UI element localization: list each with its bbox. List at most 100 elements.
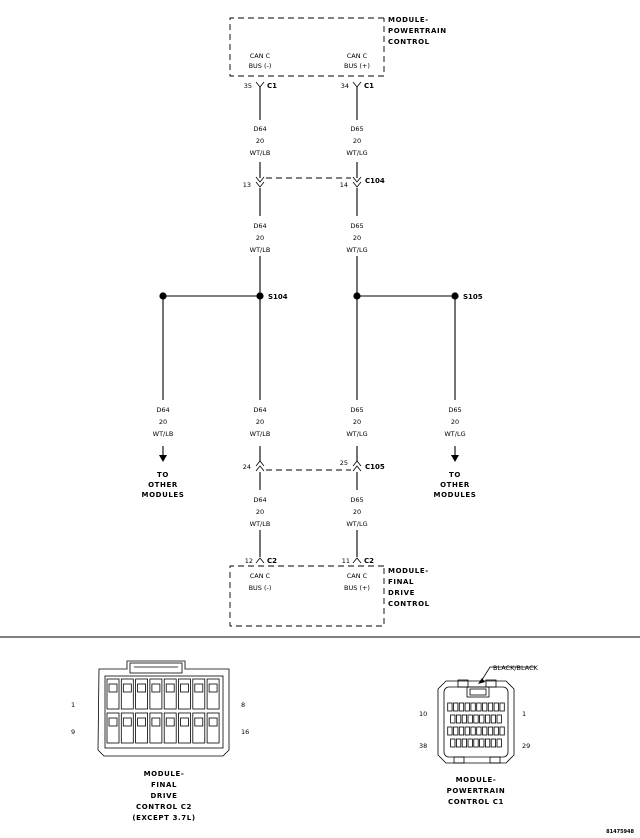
- c1-cavity: [467, 738, 473, 748]
- c104-label: C104: [365, 177, 385, 185]
- wire-gauge: 20: [256, 418, 264, 426]
- c1-cavity: [482, 726, 488, 736]
- c1-cavity: [455, 714, 462, 724]
- c1-pin-10: 10: [419, 710, 427, 718]
- c2-cavity: [120, 678, 134, 710]
- c1-cavity: [479, 714, 485, 724]
- c2-terminal: [194, 717, 204, 727]
- fdcm-bus-neg-line2: BUS (-): [249, 584, 272, 592]
- pcm-bus-neg-line1: CAN C: [250, 52, 271, 60]
- splice-s105: S105: [463, 293, 483, 301]
- c2-terminal: [180, 717, 189, 727]
- fdcm-title-line4: CONTROL: [388, 600, 430, 608]
- pcm-title-line3: CONTROL: [388, 38, 430, 46]
- c2-caption-5: (EXCEPT 3.7L): [132, 814, 195, 822]
- c1-cavity: [490, 714, 497, 724]
- c2-pin-16: 16: [241, 728, 249, 736]
- wire-code: D65: [448, 406, 461, 414]
- c2-pin-9: 9: [71, 728, 75, 736]
- pin-12: 12: [245, 557, 253, 565]
- wire-color: WT/LG: [346, 430, 367, 438]
- c2-caption-2: FINAL: [151, 781, 177, 789]
- wire-gauge: 20: [353, 418, 361, 426]
- pin-13: 13: [243, 181, 251, 189]
- pcm-title-line1: MODULE-: [388, 16, 429, 24]
- splice-s104: S104: [268, 293, 288, 301]
- c1-cavity: [467, 714, 473, 724]
- c2-terminal: [108, 717, 118, 727]
- arrow-down-icon: [159, 455, 167, 462]
- fdcm-bus-pos-line1: CAN C: [347, 572, 368, 580]
- wire-gauge: 20: [353, 137, 361, 145]
- wire-color: WT/LB: [153, 430, 174, 438]
- c2-pin-1: 1: [71, 701, 75, 709]
- fdcm-bus-neg-line1: CAN C: [250, 572, 271, 580]
- c2-terminal: [137, 717, 147, 727]
- c1-cavity: [470, 702, 476, 712]
- c2-cavity: [163, 712, 177, 744]
- wire-color: WT/LG: [346, 246, 367, 254]
- c1-cavity: [493, 726, 499, 736]
- c1-cavity: [453, 726, 459, 736]
- c1-cavity: [450, 738, 456, 748]
- pcm-c1-pins: 35 C1 34 C1: [244, 81, 374, 90]
- c1-cavity: [455, 738, 462, 748]
- wire-code: D64: [253, 406, 266, 414]
- c2-terminal: [137, 683, 147, 693]
- c1-cavity: [461, 738, 468, 748]
- pin-14: 14: [340, 181, 348, 189]
- c2-cavity: [106, 678, 120, 710]
- pcm-conn-right: C1: [364, 82, 374, 90]
- pin-34: 34: [341, 82, 349, 90]
- pcm-c1-connector-view: BLACK/BLACK 10 1 38 29 MODULE- POWERTRAI…: [419, 664, 539, 806]
- c2-pin-cavities: [106, 678, 220, 744]
- connector-c105: 24 25 C105: [243, 459, 385, 472]
- c1-cavity: [499, 702, 505, 712]
- splices: S104 S105: [159, 292, 483, 301]
- fdcm-c2-connector-view: 1 8 9 16 MODULE- FINAL DRIVE CONTROL C2 …: [71, 660, 249, 822]
- wire-code: D64: [253, 125, 266, 133]
- wire-code: D64: [253, 222, 266, 230]
- to-other-left-2: OTHER: [148, 481, 178, 489]
- wire-code: D64: [156, 406, 169, 414]
- wire-gauge: 20: [353, 234, 361, 242]
- c2-caption-1: MODULE-: [144, 770, 185, 778]
- wire-gauge: 20: [256, 137, 264, 145]
- pcm-conn-left: C1: [267, 82, 277, 90]
- c1-cavity: [470, 726, 476, 736]
- wire-color: WT/LG: [444, 430, 465, 438]
- pcm-bus-pos-line2: BUS (+): [344, 62, 370, 70]
- c2-terminal: [151, 683, 161, 693]
- c2-cavity: [135, 678, 149, 710]
- c2-cavity: [206, 678, 220, 710]
- c2-terminal: [194, 683, 204, 693]
- splice-dot: [256, 292, 264, 300]
- c2-terminal: [208, 683, 218, 693]
- c1-cavity: [493, 702, 499, 712]
- wire-code: D65: [350, 496, 363, 504]
- wire-code: D64: [253, 496, 266, 504]
- fdcm-title-line3: DRIVE: [388, 589, 415, 597]
- c2-cavity: [178, 712, 191, 744]
- c1-pin-1: 1: [522, 710, 526, 718]
- wire-gauge: 20: [353, 508, 361, 516]
- pin-35: 35: [244, 82, 252, 90]
- c1-cavity: [484, 714, 491, 724]
- c1-caption-3: CONTROL C1: [448, 798, 504, 806]
- fdcm-conn-right: C2: [364, 557, 374, 565]
- c2-caption-3: DRIVE: [150, 792, 177, 800]
- c1-cavity: [496, 714, 502, 724]
- wire-code: D65: [350, 406, 363, 414]
- c2-terminal: [180, 683, 189, 693]
- c2-cavity: [206, 712, 220, 744]
- wire-color: WT/LB: [250, 430, 271, 438]
- c2-caption-4: CONTROL C2: [136, 803, 192, 811]
- c1-cavity: [453, 702, 459, 712]
- fdcm-title-line2: FINAL: [388, 578, 414, 586]
- wires: [162, 87, 456, 557]
- to-other-right-2: OTHER: [440, 481, 470, 489]
- arrow-icon: [478, 678, 485, 684]
- pcm-bus-neg-line2: BUS (-): [249, 62, 272, 70]
- c2-terminal: [208, 717, 218, 727]
- c2-cavity: [149, 712, 163, 744]
